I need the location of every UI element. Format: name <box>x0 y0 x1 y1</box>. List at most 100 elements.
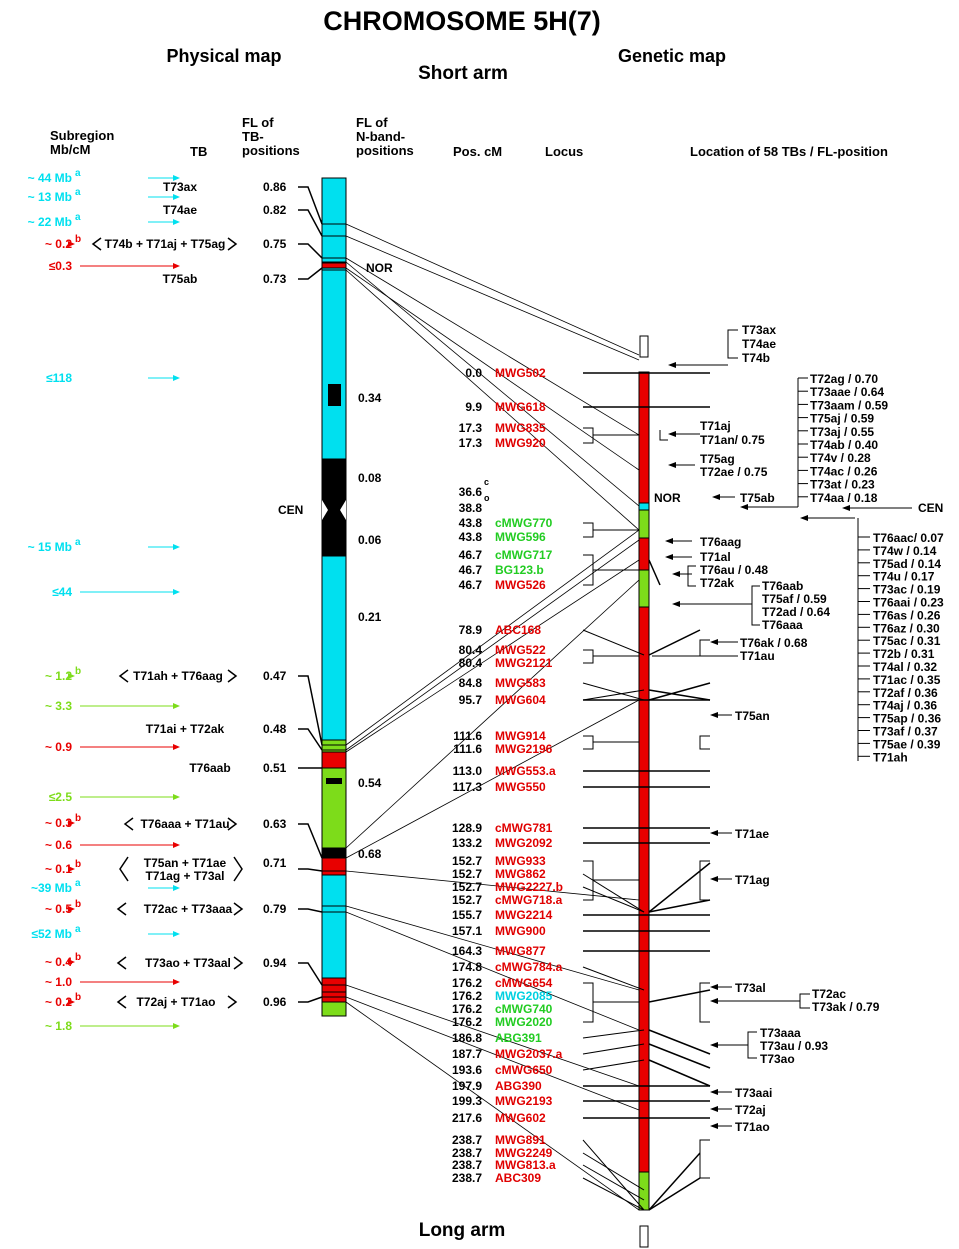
locus-position: 95.7 <box>459 693 483 707</box>
locus-position: 152.7 <box>452 893 482 907</box>
locus-name: MWG900 <box>495 924 546 938</box>
locus-name: MWG596 <box>495 530 546 544</box>
locus-position: 38.8 <box>459 501 483 515</box>
correspondence-7 <box>345 539 640 751</box>
subregion-superscript: b <box>75 992 81 1003</box>
fl-nband-header: positions <box>356 143 414 158</box>
group-bracket <box>687 565 696 587</box>
tb-location: T73aaa <box>760 1026 801 1040</box>
locus-slant-right <box>648 559 661 586</box>
locus-name: cMWG717 <box>495 548 553 562</box>
locus-bracket <box>583 522 594 538</box>
nband-label: 0.54 <box>358 776 382 790</box>
genetic-chromosome <box>638 335 650 1248</box>
subregion-arrow-head <box>173 175 180 181</box>
tb-brace-right <box>227 237 238 251</box>
tb-brace-left <box>116 902 127 916</box>
nband-label: 0.21 <box>358 610 382 624</box>
locus-slant-right <box>648 1059 711 1087</box>
locus-position: 197.9 <box>452 1079 482 1093</box>
locus-name: MWG2121 <box>495 656 553 670</box>
top-group-arrow-head <box>668 362 676 368</box>
subregion-value: ~ 0.1 <box>45 862 72 876</box>
physical-map-header: Physical map <box>166 46 281 66</box>
genetic-segment-6 <box>638 1171 650 1211</box>
cen-arrow-lower-head <box>800 515 808 521</box>
tb-brace-left <box>118 669 129 683</box>
tb-arrow-head <box>710 1106 718 1112</box>
locus-slant-right <box>648 1152 701 1211</box>
subregion-value: ~ 0.9 <box>45 740 72 754</box>
cen-arrow-head <box>842 505 850 511</box>
group-bracket <box>659 430 668 441</box>
fl-connector-7 <box>298 823 323 859</box>
tb-location: T71an/ 0.75 <box>700 433 765 447</box>
tb-location: T71al <box>700 550 731 564</box>
locus-name: MWG522 <box>495 643 546 657</box>
subregion-arrow-head <box>68 820 75 826</box>
locus-position: 176.2 <box>452 989 482 1003</box>
locus-position: 46.7 <box>459 578 483 592</box>
correspondence-16 <box>345 1001 640 1211</box>
physical-segment-3 <box>321 458 347 511</box>
subregion-arrow-head <box>173 219 180 225</box>
genetic-segment-5 <box>638 606 650 1173</box>
locus-slant-right <box>648 1029 711 1055</box>
cen-notch-right-2 <box>340 510 346 520</box>
physical-segment-4 <box>321 509 347 557</box>
locus-name: MWG813.a <box>495 1158 556 1172</box>
correspondence-3 <box>345 261 640 507</box>
tb-fl-value: 0.94 <box>263 956 287 970</box>
subregion-arrow-head <box>173 194 180 200</box>
cen-tb-location: T73aj / 0.55 <box>810 425 874 439</box>
tb-location: T75af / 0.59 <box>762 592 827 606</box>
subregion-value: ~ 0.6 <box>45 838 72 852</box>
right-bracket <box>699 639 710 657</box>
subregion-value: ~ 1.8 <box>45 1019 72 1033</box>
subregion-superscript: a <box>75 212 81 223</box>
subregion-arrow-head <box>173 589 180 595</box>
subregion-arrow-head <box>173 544 180 550</box>
tb-brace-right <box>227 995 238 1009</box>
locus-position: 43.8 <box>459 530 483 544</box>
tb-brace-right <box>227 669 238 683</box>
subregion-value: ≤2.5 <box>49 790 73 804</box>
subregion-value: ≤44 <box>52 585 72 599</box>
nband-label: 0.06 <box>358 533 382 547</box>
tb-location: T76aaa <box>762 618 803 632</box>
tb-location: T72ad / 0.64 <box>762 605 830 619</box>
right-bracket <box>699 735 710 750</box>
locus-bracket <box>583 860 594 901</box>
tb-arrow-head <box>668 431 676 437</box>
tb-location: T76ak / 0.68 <box>740 636 808 650</box>
tb-name: T76aaa + T71au <box>140 817 229 831</box>
locus-name: cMWG718.a <box>495 893 563 907</box>
correspondence-15 <box>345 996 640 1111</box>
locus-name: MWG550 <box>495 780 546 794</box>
location-header: Location of 58 TBs / FL-position <box>690 144 888 159</box>
locus-slant <box>582 873 645 913</box>
tb-name: T71ag + T73al <box>145 869 224 883</box>
correspondence-0 <box>345 223 640 356</box>
short-arm-header: Short arm <box>418 63 508 84</box>
subregion-value: ~ 0.5 <box>45 902 72 916</box>
locus-position: 152.7 <box>452 854 482 868</box>
fl-connector-2 <box>298 243 323 259</box>
cen-tb-location: T73af / 0.37 <box>873 725 938 739</box>
subregion-value: ~ 0.2 <box>45 995 72 1009</box>
genetic-segment-4 <box>638 569 650 608</box>
fl-connector-11 <box>298 996 323 1003</box>
locus-position: 78.9 <box>459 623 483 637</box>
tb-name: T76aab <box>189 761 230 775</box>
tb-fl-value: 0.48 <box>263 722 287 736</box>
tb-fl-value: 0.63 <box>263 817 287 831</box>
nor-arrow-head <box>712 494 720 500</box>
locus-name: MWG553.a <box>495 764 556 778</box>
tb-fl-value: 0.51 <box>263 761 287 775</box>
locus-position: 186.8 <box>452 1031 482 1045</box>
tb-location: T76aag <box>700 535 741 549</box>
locus-position: 113.0 <box>453 764 483 778</box>
locus-header: Locus <box>545 144 583 159</box>
locus-slant <box>582 1177 645 1211</box>
locus-position: 9.9 <box>465 400 482 414</box>
